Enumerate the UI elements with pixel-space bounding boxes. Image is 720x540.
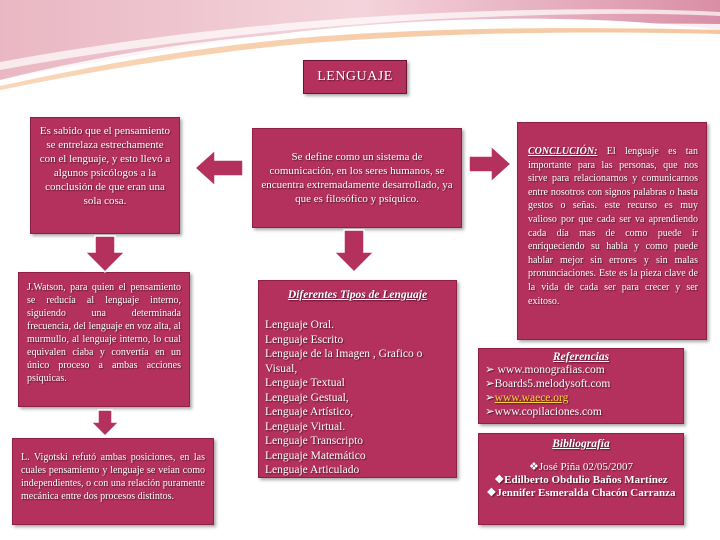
list-item: Lenguaje Virtual. bbox=[265, 420, 346, 433]
thought-language-text: Es sabido que el pensamiento se entrelaz… bbox=[39, 125, 171, 207]
arrow-bullet-icon: ➢ bbox=[485, 364, 498, 376]
list-item: Lenguaje Transcripto bbox=[265, 435, 364, 447]
references-heading: Referencias bbox=[552, 351, 610, 363]
reference-link[interactable]: www.waece.org bbox=[494, 392, 569, 404]
reference-text: www.monografias.com bbox=[497, 364, 605, 376]
left-arrow-icon bbox=[193, 148, 244, 188]
reference-item: ➢www.copilaciones.com bbox=[485, 405, 677, 419]
arrow-bullet-icon: ➢ bbox=[485, 392, 495, 404]
conclusion-box: CONCLUCIÓN: El lenguaje es tan important… bbox=[517, 122, 707, 340]
bibliography-box: Bibliografía ❖José Piña 02/05/2007 ❖Edil… bbox=[478, 433, 684, 525]
list-item: Lenguaje Artístico, bbox=[265, 406, 354, 418]
references-box: Referencias ➢ www.monografias.com ➢Board… bbox=[478, 348, 684, 424]
arrow-bullet-icon: ➢ bbox=[485, 406, 495, 418]
conclusion-text: El lenguaje es tan importante para las p… bbox=[528, 146, 698, 307]
reference-text: www.copilaciones.com bbox=[494, 406, 602, 418]
list-item: Lenguaje Escrito bbox=[265, 333, 344, 346]
decorative-wave-banner bbox=[0, 0, 720, 90]
bibliography-heading: Bibliografía bbox=[552, 438, 610, 450]
bibliography-item: ❖José Piña 02/05/2007 bbox=[529, 461, 633, 473]
watson-text: J.Watson, para quien el pensamiento se r… bbox=[27, 282, 181, 384]
reference-item: ➢www.waece.org bbox=[485, 391, 677, 405]
reference-item: ➢ www.monografias.com bbox=[485, 363, 677, 377]
list-item: Lenguaje Textual bbox=[265, 377, 345, 389]
definition-text: Se define como un sistema de comunicació… bbox=[261, 151, 453, 205]
title-box: LENGUAJE bbox=[303, 60, 407, 94]
down-arrow-icon bbox=[332, 229, 376, 274]
list-item: Lenguaje de la Imagen , Grafico o Visual… bbox=[265, 348, 423, 375]
right-arrow-icon bbox=[468, 144, 513, 184]
down-arrow-icon bbox=[302, 96, 408, 126]
bibliography-item: ❖Edilberto Obdulio Baños Martínez bbox=[494, 474, 668, 486]
conclusion-label: CONCLUCIÓN: bbox=[528, 146, 598, 157]
arrow-bullet-icon: ➢ bbox=[485, 378, 495, 390]
thought-language-box: Es sabido que el pensamiento se entrelaz… bbox=[30, 117, 180, 234]
language-types-heading: Diferentes Tipos de Lenguaje bbox=[287, 289, 428, 301]
list-item: Lenguaje Gestual, bbox=[265, 391, 349, 404]
title-text: LENGUAJE bbox=[317, 69, 393, 84]
list-item: Lenguaje Oral. bbox=[265, 319, 334, 331]
language-types-list: Lenguaje Oral. Lenguaje Escrito Lenguaje… bbox=[265, 318, 450, 478]
list-item: Lenguaje Articulado bbox=[265, 464, 360, 476]
vigotski-box: L. Vigotski refutó ambas posiciones, en … bbox=[12, 438, 214, 525]
vigotski-text: L. Vigotski refutó ambas posiciones, en … bbox=[21, 452, 205, 502]
reference-text: Boards5.melodysoft.com bbox=[494, 378, 611, 390]
down-arrow-icon bbox=[83, 235, 127, 274]
down-arrow-icon bbox=[89, 409, 121, 438]
reference-item: ➢Boards5.melodysoft.com bbox=[485, 377, 677, 391]
list-item: Lenguaje Matemático bbox=[265, 449, 366, 462]
watson-box: J.Watson, para quien el pensamiento se r… bbox=[18, 272, 190, 407]
definition-box: Se define como un sistema de comunicació… bbox=[252, 128, 462, 228]
language-types-box: Diferentes Tipos de Lenguaje Lenguaje Or… bbox=[258, 280, 457, 478]
bibliography-list: ❖José Piña 02/05/2007 ❖Edilberto Obdulio… bbox=[485, 461, 677, 500]
bibliography-item: ❖Jennifer Esmeralda Chacón Carranza bbox=[486, 487, 676, 499]
